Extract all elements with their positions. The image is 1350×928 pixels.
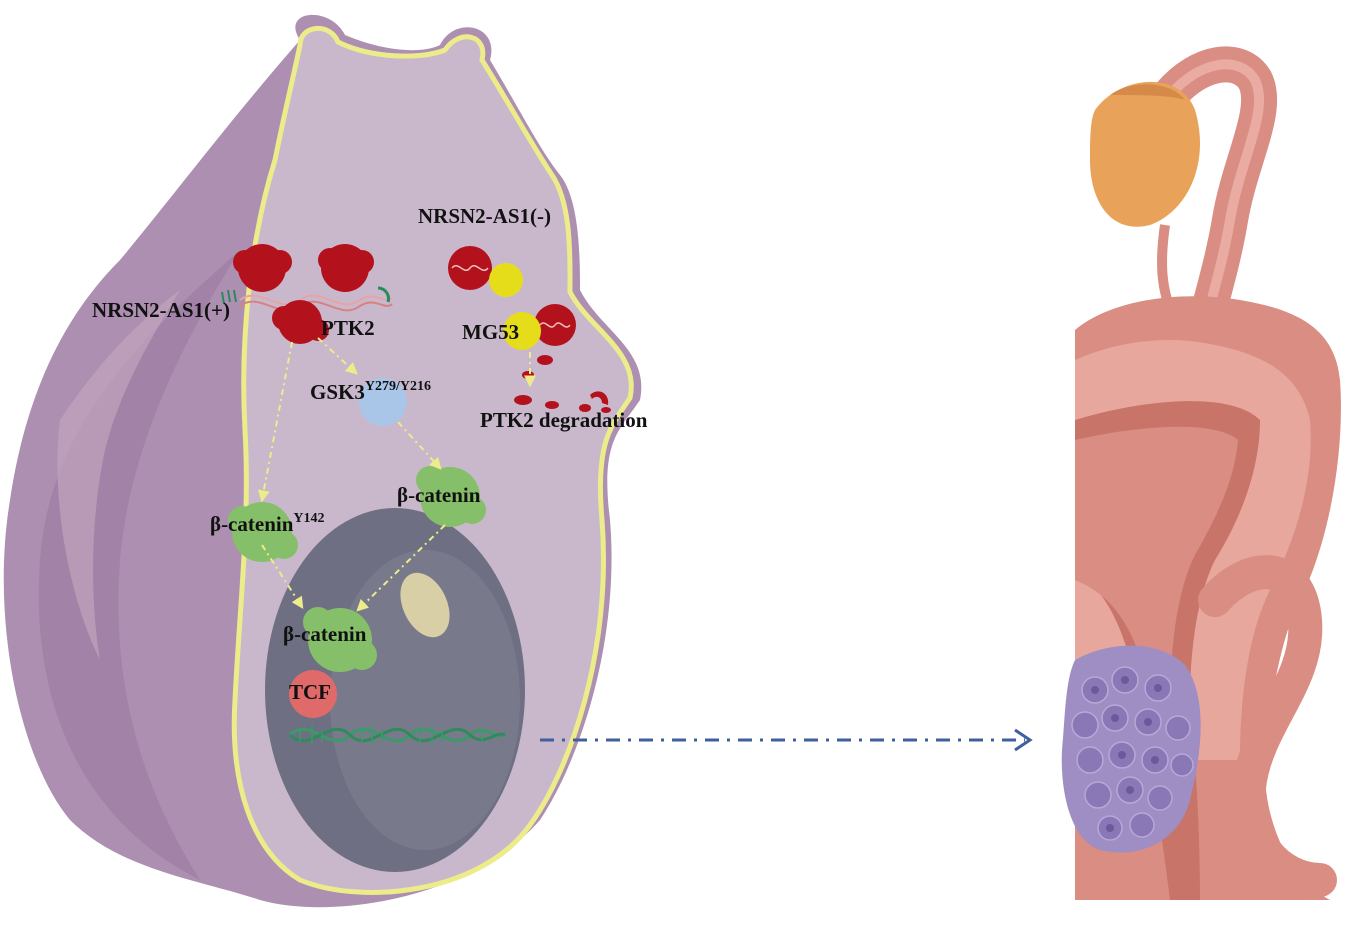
label-beta-catenin-right: β-catenin	[397, 483, 481, 507]
mrna-end-left	[221, 289, 237, 305]
label-nrsn2-as1-plus: NRSN2-AS1(+)	[92, 298, 230, 322]
label-beta-catenin-y142: β-cateninY142	[210, 512, 325, 535]
tumor-icon	[1061, 645, 1201, 853]
ptk2-fragments-icon	[514, 355, 611, 413]
nucleus-inner	[330, 550, 520, 850]
label-gsk3: GSK3Y279/Y216	[310, 380, 431, 403]
label-beta-catenin-y142-sup: Y142	[293, 511, 325, 526]
mrna-end-right	[377, 286, 390, 303]
label-ptk2: PTK2	[321, 316, 375, 340]
cell-shading	[38, 250, 241, 880]
label-mg53: MG53	[462, 322, 519, 343]
label-beta-catenin-nucleus: β-catenin	[283, 622, 367, 646]
label-beta-catenin-y142-main: β-catenin	[210, 512, 294, 536]
label-mg53-suffix: 53	[498, 320, 520, 344]
ptk2-protein-icon	[233, 244, 374, 344]
label-nrsn2-as1-minus: NRSN2-AS1(-)	[418, 204, 551, 228]
cell-shading-2	[57, 290, 181, 660]
gsk3-protein-icon	[359, 378, 407, 426]
ptk2-protein-bound-icon	[448, 246, 576, 346]
beta-catenin-icon	[228, 466, 486, 672]
main-arrow	[540, 728, 1033, 752]
mg53-protein-icon	[489, 263, 541, 350]
ovary-icon	[1090, 81, 1200, 227]
mrna-strand-icon	[239, 294, 393, 312]
label-mg53-prefix: MG	[462, 320, 499, 344]
cell-illustration	[3, 14, 642, 908]
label-gsk3-main: GSK3	[310, 380, 365, 404]
dna-helix-icon	[288, 725, 506, 745]
label-gsk3-sup: Y279/Y216	[364, 379, 431, 394]
tcf-icon	[289, 670, 337, 718]
nucleolus	[400, 572, 450, 638]
pathway-arrows	[257, 337, 536, 612]
label-ptk2-degradation: PTK2 degradation	[480, 408, 648, 432]
label-tcf: TCF	[289, 680, 331, 704]
